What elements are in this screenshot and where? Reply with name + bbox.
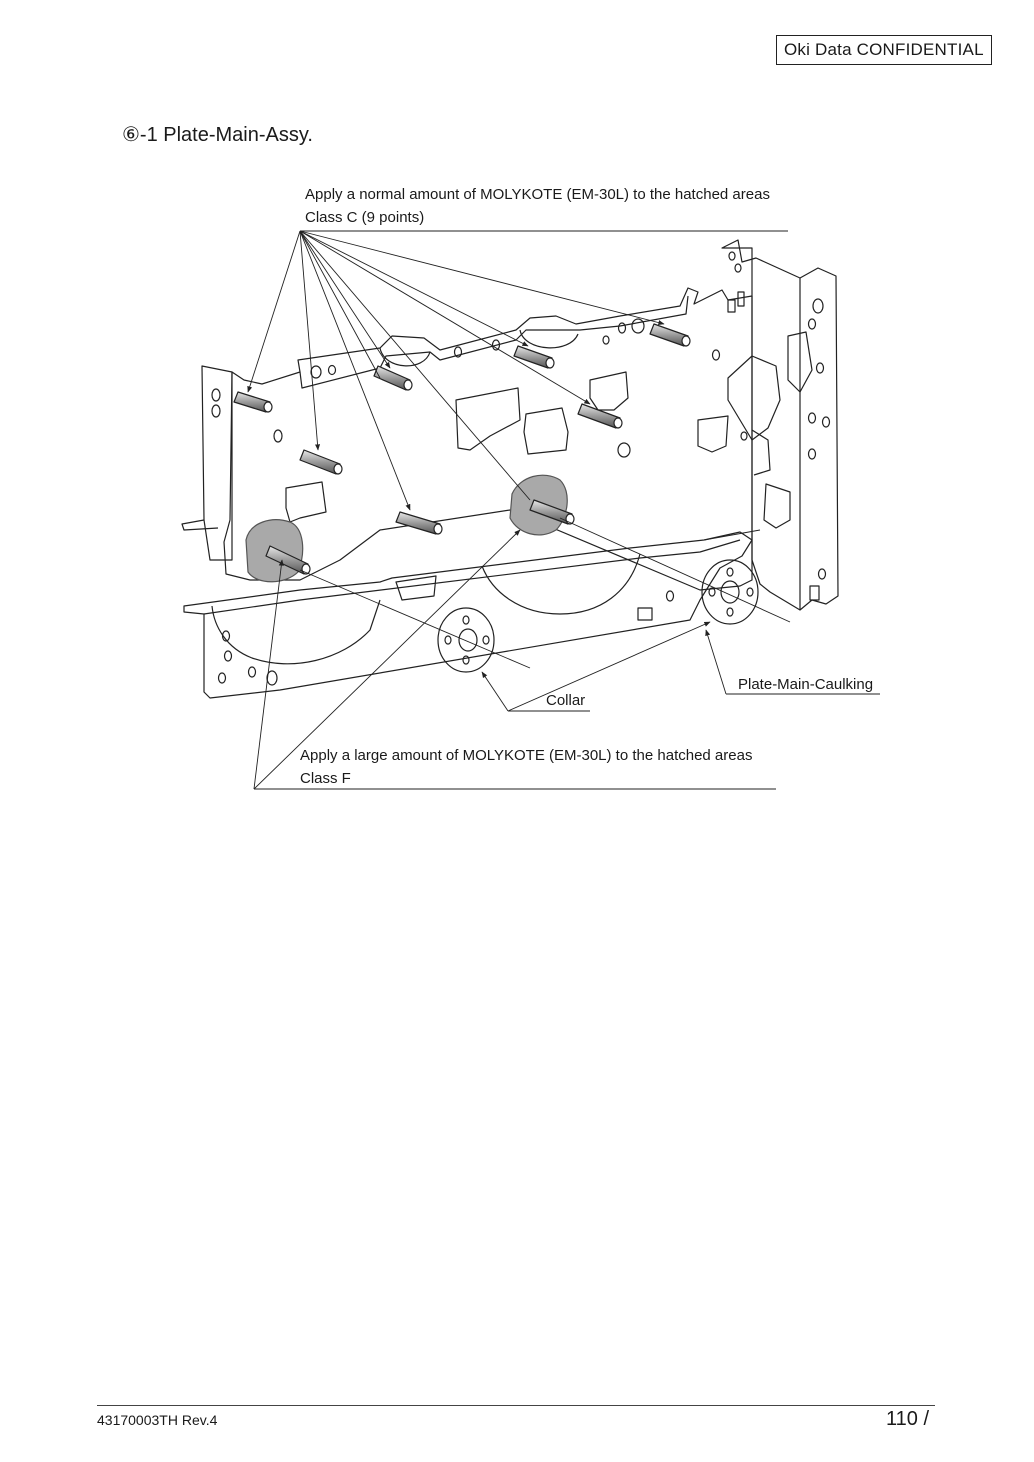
pin-7 — [649, 323, 691, 347]
pin-6 — [577, 403, 623, 429]
section-title: ⑥-1 Plate-Main-Assy. — [122, 124, 313, 146]
class-f-note: Class F — [300, 770, 351, 787]
plate-holes — [211, 251, 831, 601]
pin-1 — [233, 391, 273, 413]
caulking-disc-right — [701, 559, 759, 625]
pin-3 — [373, 365, 413, 391]
plate-main-caulking-label: Plate-Main-Caulking — [738, 676, 874, 693]
right-side-plate — [721, 239, 839, 611]
leader-lines — [247, 230, 880, 790]
footer-rule — [97, 1405, 935, 1406]
normal-amount-note: Apply a normal amount of MOLYKOTE (EM-30… — [305, 186, 770, 203]
document-id: 43170003TH Rev.4 — [97, 1412, 218, 1428]
pin-2 — [299, 449, 343, 475]
page-number: 110 / — [886, 1408, 929, 1430]
axis-lines — [299, 517, 791, 669]
large-amount-note: Apply a large amount of MOLYKOTE (EM-30L… — [300, 747, 753, 764]
main-back-plate — [181, 287, 781, 591]
pin-5 — [513, 345, 555, 369]
pin-4 — [395, 511, 443, 535]
class-c-note: Class C (9 points) — [305, 209, 425, 226]
collar-disc-front — [437, 607, 495, 673]
collar-label: Collar — [546, 692, 586, 709]
bottom-plate — [183, 531, 753, 699]
confidential-box: Oki Data CONFIDENTIAL — [776, 35, 992, 65]
